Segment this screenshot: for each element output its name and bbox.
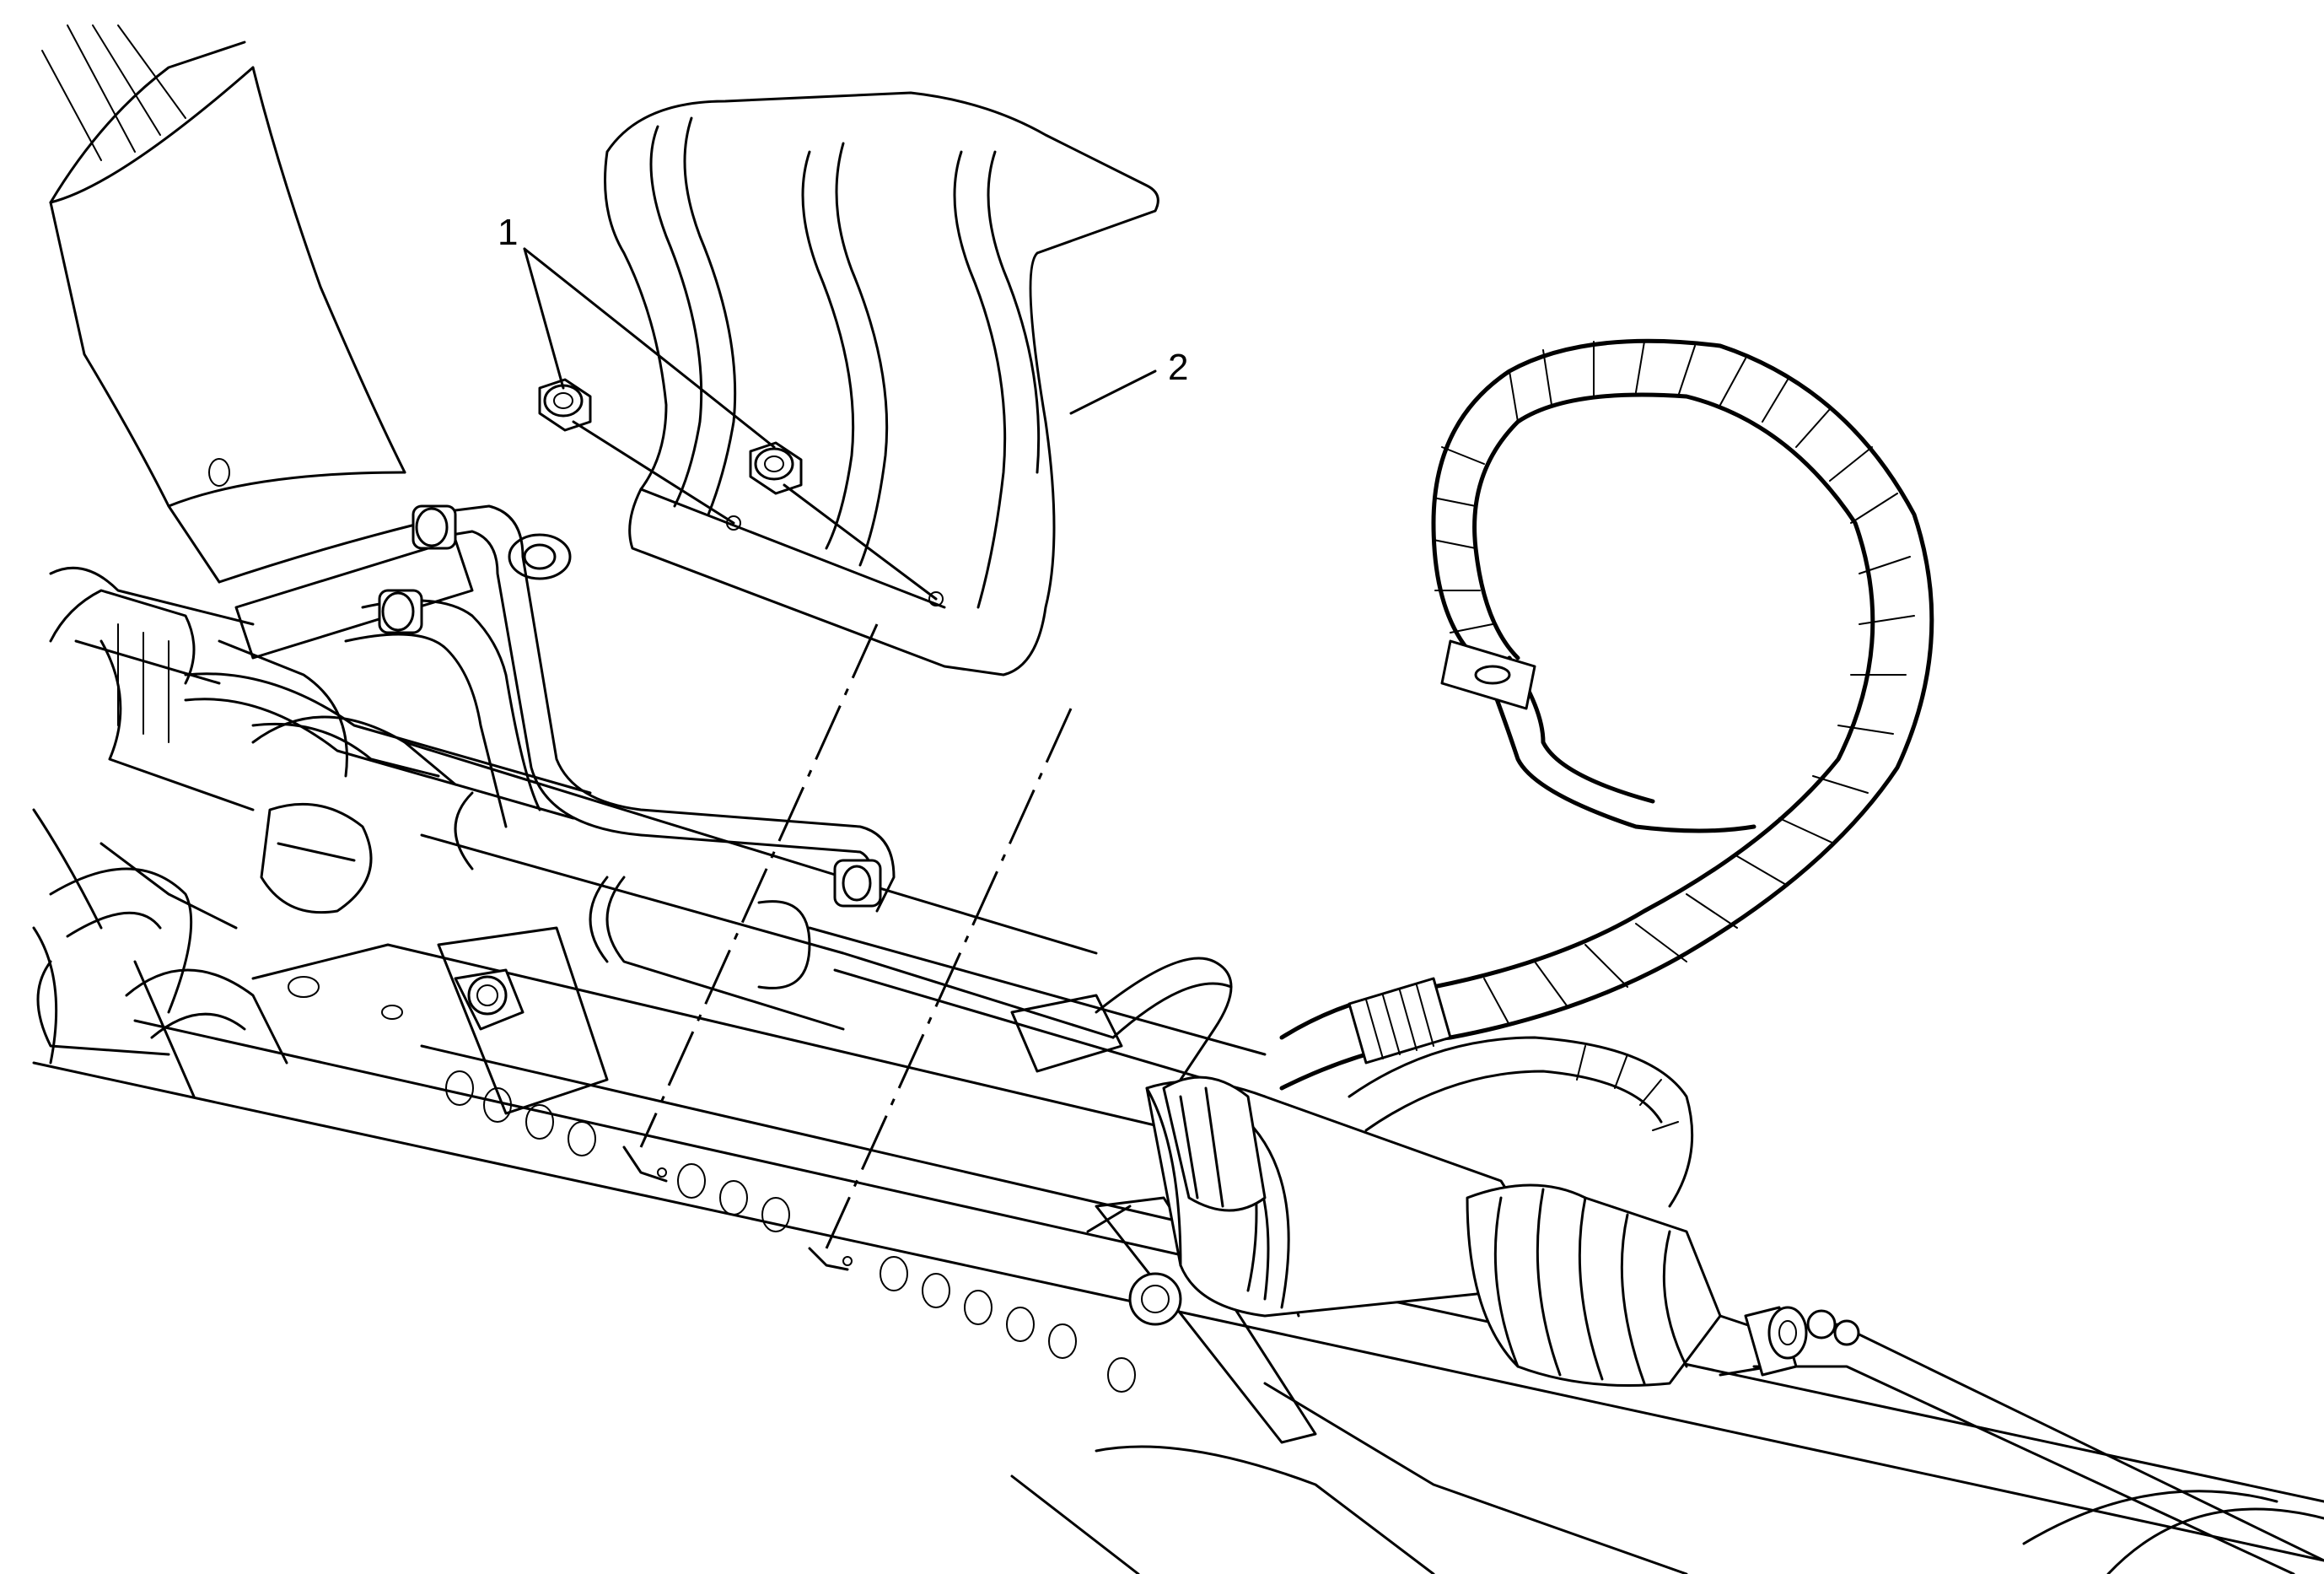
inner-tie-rod-boot <box>1466 1183 1773 1387</box>
tie-rod <box>1744 1306 2324 1574</box>
hose-clamp <box>1162 1075 1267 1212</box>
frame-holes <box>288 976 1136 1393</box>
left-hoses <box>32 867 288 1065</box>
power-steering-hose <box>1279 338 1934 1208</box>
heat-shield <box>604 91 1159 676</box>
line-fitting-lower <box>378 589 423 634</box>
callout-label-2: 2 <box>1168 347 1188 388</box>
hydraulic-lines <box>184 504 1233 1081</box>
callout-leaders <box>523 247 1157 449</box>
shield-bolt-left <box>538 378 735 525</box>
steering-gear <box>49 533 1267 1098</box>
shield-bolt-right <box>749 441 938 601</box>
line-fitting-upper <box>412 504 457 550</box>
callout-label-1: 1 <box>498 212 518 253</box>
steering-shaft <box>41 24 474 660</box>
line-fitting-mid <box>833 859 882 908</box>
boot-bracket-bolt <box>1086 1196 1317 1444</box>
rack-mount-bolt <box>437 926 609 1115</box>
alignment-guides <box>622 623 1073 1271</box>
